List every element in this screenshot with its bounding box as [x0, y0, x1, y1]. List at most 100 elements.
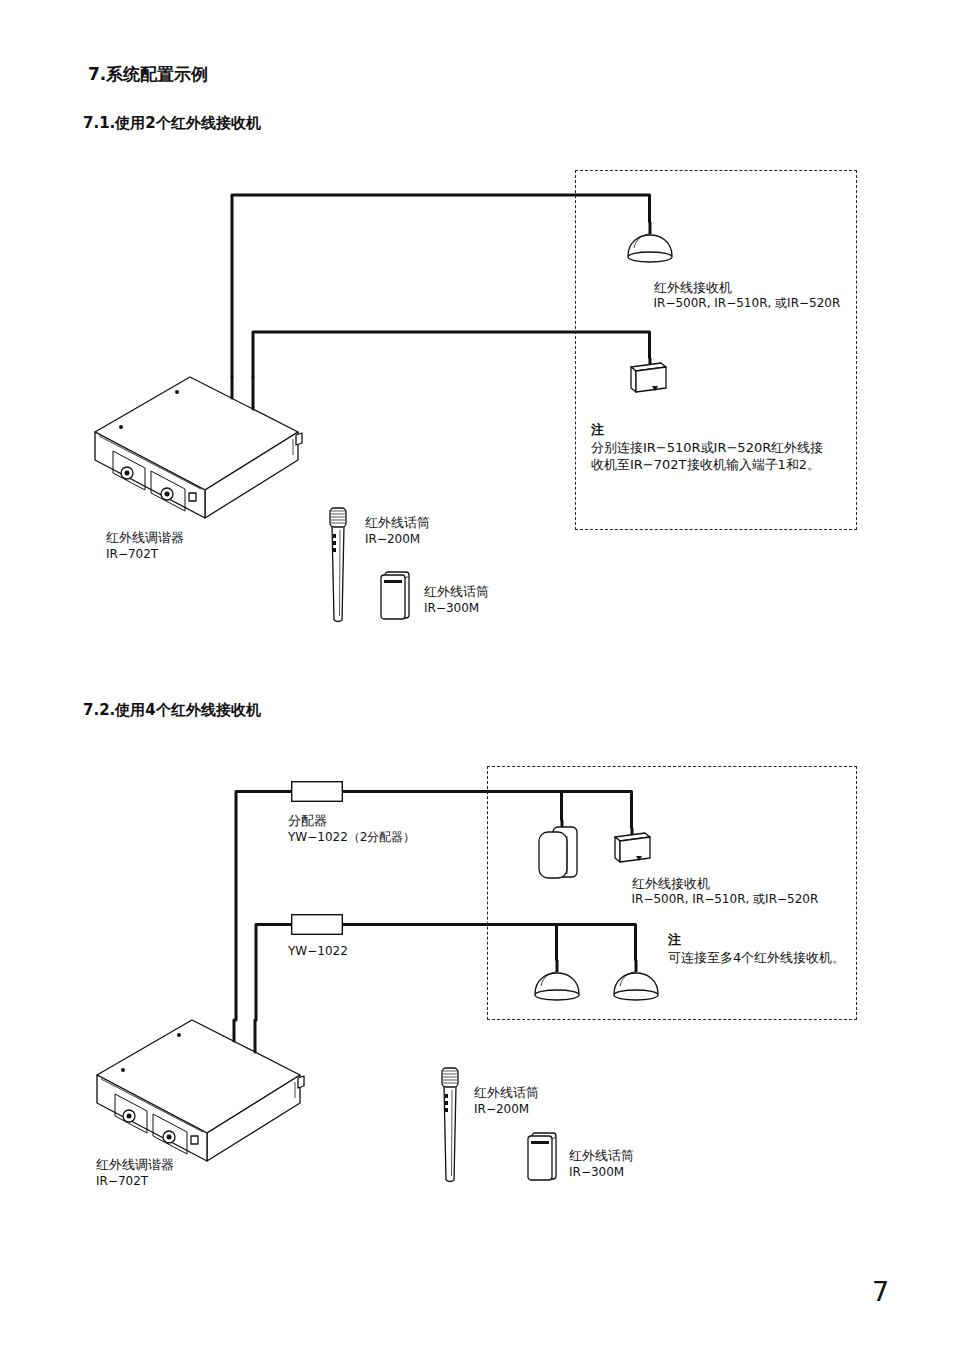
label-block: 分配器YW−1022（2分配器）	[288, 813, 415, 845]
label-block: YW−1022	[288, 944, 348, 960]
label-block: 红外线接收机IR−500R, IR−510R, 或IR−520R	[654, 280, 841, 312]
drawing-stroke	[293, 439, 294, 455]
tuner-unit: 红外线调谐器IR−702T	[95, 1020, 305, 1165]
drawing-stroke	[163, 1131, 175, 1143]
drawing-stroke	[207, 1075, 300, 1161]
page-number: 7	[872, 1274, 889, 1309]
receiver-area: 注可连接至多4个红外线接收机。 红外线接收机IR−500R, IR−510R, 或…	[487, 766, 857, 1020]
drawing-stroke	[443, 1074, 457, 1075]
box-receiver: 红外线接收机IR−500R, IR−510R, 或IR−520R	[612, 828, 655, 866]
drawing-stroke	[97, 1075, 207, 1161]
cable-line	[232, 195, 650, 377]
drawing-stroke	[292, 782, 343, 802]
label-block: 红外线话筒IR−300M	[424, 584, 489, 616]
ceiling-receiver: 红外线接收机IR−500R, IR−510R, 或IR−520R	[626, 222, 674, 264]
model-number: IR−702T	[96, 1174, 174, 1190]
beltpack-mic: 红外线话筒IR−300M	[527, 1133, 557, 1181]
drawing-stroke	[381, 575, 405, 619]
drawing-stroke	[99, 436, 201, 489]
drawing-stroke	[191, 1136, 198, 1144]
drawing-stroke	[531, 1141, 549, 1144]
splitter-box: YW−1022	[291, 914, 343, 935]
device-name: 红外线接收机	[632, 876, 819, 893]
splitter-box-drawing	[291, 781, 343, 802]
box-receiver	[628, 358, 668, 396]
drawing-stroke	[620, 972, 636, 986]
cable-line	[253, 332, 650, 377]
ceiling-receiver-drawing	[612, 960, 660, 1002]
drawing-stroke	[189, 493, 196, 501]
model-number: IR−200M	[474, 1102, 539, 1118]
drawing-stroke	[555, 960, 558, 972]
note-text: 分别连接IR−510R或IR−520R红外线接收机至IR−702T接收机输入端子…	[591, 439, 831, 474]
drawing-stroke	[95, 432, 205, 518]
drawing-stroke	[615, 837, 620, 862]
drawing-stroke	[636, 367, 666, 392]
label-block: 注可连接至多4个红外线接收机。	[668, 931, 853, 966]
ceiling-receiver-drawing	[533, 960, 581, 1002]
label-block: 红外线调谐器IR−702T	[106, 530, 184, 562]
drawing-stroke	[541, 972, 557, 986]
drawing-stroke	[233, 1020, 236, 1041]
drawing-stroke	[151, 471, 185, 511]
drawing-stroke	[648, 222, 651, 234]
beltpack-mic-drawing	[527, 1133, 557, 1181]
drawing-stroke	[634, 960, 637, 972]
drawing-stroke	[652, 386, 658, 391]
cable-line	[343, 925, 636, 960]
drawing-stroke	[405, 576, 409, 578]
drawing-stroke	[445, 1108, 448, 1112]
drawing-stroke	[113, 451, 145, 490]
drawing-stroke	[614, 990, 658, 1000]
drawing-stroke	[628, 252, 672, 262]
model-number: IR−300M	[569, 1165, 634, 1181]
model-number: IR−300M	[424, 601, 489, 617]
drawing-stroke	[443, 1083, 457, 1084]
drawing-stroke	[443, 1080, 457, 1081]
drawing-stroke	[333, 541, 336, 545]
drawing-stroke	[631, 367, 636, 392]
device-name: 红外线调谐器	[96, 1157, 174, 1174]
note-heading: 注	[668, 931, 853, 949]
drawing-stroke	[443, 1077, 457, 1078]
drawing-stroke	[552, 1137, 556, 1139]
box-receiver-drawing	[628, 358, 668, 396]
drawing-stroke	[443, 1071, 457, 1072]
ceiling-receiver	[612, 960, 660, 1002]
drawing-stroke	[384, 580, 402, 583]
drawing-stroke	[121, 467, 133, 479]
drawing-stroke	[339, 530, 341, 616]
label-block: 红外线话筒IR−300M	[569, 1148, 634, 1180]
cable-line	[343, 925, 557, 960]
drawing-stroke	[121, 1068, 125, 1072]
drawing-stroke	[333, 534, 336, 538]
wall-receiver-drawing	[537, 820, 579, 880]
drawing-stroke	[332, 526, 344, 622]
drawing-stroke	[330, 508, 346, 527]
drawing-stroke	[331, 514, 345, 515]
drawing-stroke	[333, 548, 336, 552]
drawing-stroke	[252, 377, 255, 409]
drawing-stroke	[566, 836, 567, 874]
box-receiver-drawing	[612, 828, 655, 866]
drawing-stroke	[634, 234, 650, 248]
page-title: 7.系统配置示例	[88, 63, 208, 86]
model-number: IR−702T	[106, 547, 184, 563]
label-block: 红外线接收机IR−500R, IR−510R, 或IR−520R	[632, 876, 819, 908]
drawing-stroke	[119, 425, 123, 429]
drawing-stroke	[331, 520, 345, 521]
drawing-stroke	[125, 471, 130, 476]
handheld-mic: 红外线话筒IR−200M	[440, 1068, 460, 1183]
splitter-box: 分配器YW−1022（2分配器）	[291, 781, 343, 802]
handheld-mic-drawing	[440, 1068, 460, 1183]
drawing-stroke	[535, 990, 579, 1000]
handheld-mic: 红外线话筒IR−200M	[328, 508, 348, 623]
cable-line	[236, 792, 291, 1021]
model-number: IR−500R, IR−510R, 或IR−520R	[654, 296, 841, 312]
drawing-stroke	[444, 1086, 456, 1182]
label-block: 注分别连接IR−510R或IR−520R红外线接收机至IR−702T接收机输入端…	[591, 421, 831, 474]
device-name: YW−1022	[288, 944, 348, 960]
device-name: 红外线话筒	[365, 515, 430, 532]
section-heading: 7.1.使用2个红外线接收机	[83, 114, 261, 134]
